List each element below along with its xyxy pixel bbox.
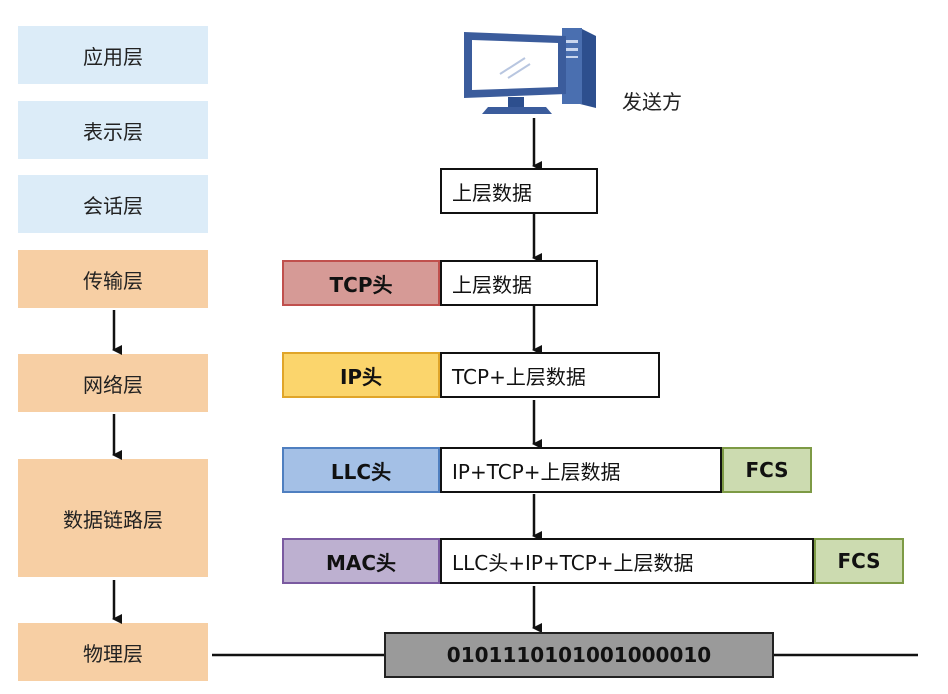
layer-label: 表示层: [83, 119, 143, 144]
layer-transport: 传输层: [18, 250, 208, 308]
mac-data-box: LLC头+IP+TCP+上层数据: [440, 538, 814, 584]
layer-physical: 物理层: [18, 623, 208, 681]
layer-session: 会话层: [18, 175, 208, 233]
llc-header-text: LLC头: [330, 459, 392, 484]
layer-label: 网络层: [83, 372, 143, 397]
mac-header-box: MAC头: [282, 538, 440, 584]
layer-data-link: 数据链路层: [18, 459, 208, 577]
llc-data-box: IP+TCP+上层数据: [440, 447, 722, 493]
computer-icon: [464, 28, 596, 114]
llc-data-text: IP+TCP+上层数据: [452, 459, 621, 484]
sender-label: 发送方: [622, 90, 682, 114]
llc-header-box: LLC头: [282, 447, 440, 493]
layer-label: 传输层: [83, 268, 143, 293]
transport-data-box: 上层数据: [440, 260, 598, 306]
layer-label: 物理层: [83, 641, 143, 666]
ip-header-text: IP头: [339, 364, 383, 389]
llc-fcs-text: FCS: [745, 458, 789, 482]
transport-data-text: 上层数据: [452, 272, 532, 297]
llc-fcs-box: FCS: [722, 447, 812, 493]
layer-network: 网络层: [18, 354, 208, 412]
bitstream-box: 0101110101001000010: [384, 632, 774, 678]
mac-fcs-box: FCS: [814, 538, 904, 584]
layer-label: 数据链路层: [63, 507, 163, 532]
tcp-header-text: TCP头: [329, 272, 393, 297]
network-data-box: TCP+上层数据: [440, 352, 660, 398]
ip-header-box: IP头: [282, 352, 440, 398]
layer-application: 应用层: [18, 26, 208, 84]
layer-label: 应用层: [83, 44, 143, 69]
layer-label: 会话层: [83, 193, 143, 218]
mac-header-text: MAC头: [325, 550, 397, 575]
tcp-header-box: TCP头: [282, 260, 440, 306]
upper-data-text: 上层数据: [452, 180, 532, 205]
mac-data-text: LLC头+IP+TCP+上层数据: [452, 550, 694, 575]
network-data-text: TCP+上层数据: [452, 364, 586, 389]
bitstream-text: 0101110101001000010: [446, 643, 712, 667]
layer-presentation: 表示层: [18, 101, 208, 159]
upper-data-box: 上层数据: [440, 168, 598, 214]
mac-fcs-text: FCS: [837, 549, 881, 573]
